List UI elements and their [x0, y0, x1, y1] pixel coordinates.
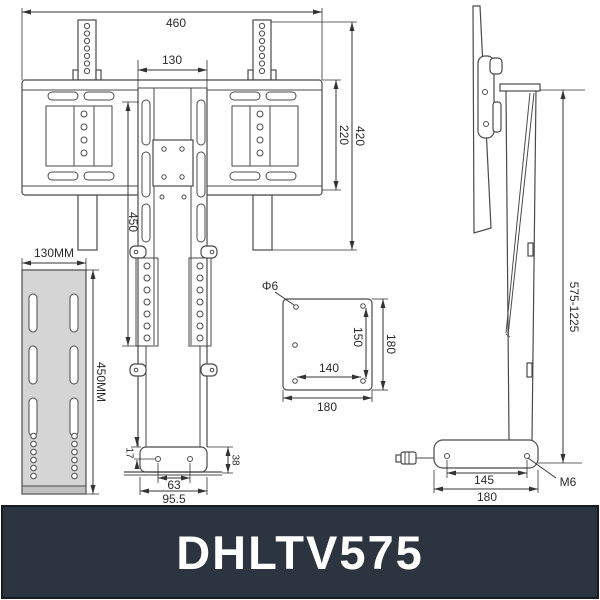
dim-column-width: 130 [137, 53, 208, 88]
strip-hole-pattern [30, 432, 78, 480]
dim-vesa-hole-dia-label: Φ6 [262, 279, 279, 293]
dim-strip-height: 450MM [86, 269, 108, 495]
arm-hole-pattern [83, 22, 91, 75]
dim-overall-height-label: 420 [353, 126, 367, 146]
dim-column-width-label: 130 [162, 53, 182, 67]
dim-plate-height-label: 220 [337, 125, 351, 145]
lower-arm-right [252, 194, 273, 251]
dim-strip-width: 130MM [21, 246, 87, 272]
vesa-plate-body [282, 298, 373, 391]
dim-vesa-horizontal-spacing-label: 140 [319, 361, 339, 375]
dim-total-width: 460 [21, 8, 323, 80]
dim-total-width-label: 460 [166, 16, 186, 30]
side-column [499, 83, 541, 441]
dim-strip-height-label: 450MM [94, 362, 108, 402]
dim-bolt-size-label: M6 [560, 475, 577, 489]
dim-column-height: 450 [122, 101, 150, 347]
technical-drawing: 460 130 220 420 450 [21, 5, 585, 506]
column-slots [141, 99, 206, 243]
dim-side-base-depth: 180 [433, 470, 539, 504]
vesa-plate-view: Φ6 150 180 140 180 [262, 279, 398, 414]
dim-vesa-height-label: 180 [384, 334, 398, 354]
dim-vesa-vertical-spacing-label: 150 [351, 327, 365, 347]
top-arm-right [247, 19, 277, 81]
dim-strip-width-label: 130MM [34, 246, 74, 260]
dim-side-base-hole-spacing: 145 [446, 460, 528, 487]
top-arm-left [72, 19, 102, 81]
dim-vesa-vertical-spacing: 150 [351, 308, 369, 379]
arm-hole-pattern [258, 22, 266, 75]
column-plate-view: 130MM 450MM [21, 246, 108, 495]
dim-column-height-label: 450 [126, 212, 140, 232]
dim-bolt-size: M6 [527, 457, 577, 489]
base-foot-front [124, 446, 222, 476]
dim-base-height-label: 38 [230, 454, 241, 466]
vesa-adapter-plate [152, 139, 194, 187]
bracket-left-panel [45, 91, 115, 181]
side-base [433, 439, 539, 469]
dim-side-base-depth-label: 180 [477, 490, 497, 504]
model-banner: DHLTV575 [1, 505, 599, 599]
model-number: DHLTV575 [176, 525, 424, 579]
power-plug [395, 451, 434, 465]
dim-base-hole-spacing-label: 63 [167, 478, 181, 492]
vesa-hole-pattern [292, 303, 366, 384]
dim-vesa-hole-dia: Φ6 [262, 279, 295, 306]
tv-hook-bracket [477, 55, 503, 139]
dim-overall-height: 420 [271, 21, 367, 251]
front-view: 460 130 220 420 450 [21, 8, 367, 506]
dim-vesa-width: 180 [282, 390, 373, 414]
dim-vesa-horizontal-spacing: 140 [297, 361, 361, 380]
bracket-right-panel [229, 91, 299, 181]
dim-base-width-label: 95.5 [162, 492, 186, 505]
dim-base-height: 38 [207, 446, 241, 474]
dim-side-base-hole-spacing-label: 145 [474, 473, 494, 487]
strip-slots [28, 293, 79, 437]
dim-side-height-range: 575-1225 [538, 89, 585, 464]
dim-vesa-height: 180 [372, 298, 398, 391]
dim-base-hole-offset-label: 17 [124, 447, 135, 459]
dim-plate-height: 220 [322, 79, 351, 191]
dim-base-width: 95.5 [139, 477, 208, 506]
dim-base-hole-offset: 17 [124, 437, 155, 469]
dim-side-height-range-label: 575-1225 [567, 282, 581, 333]
side-view: 575-1225 145 180 M6 [395, 5, 585, 504]
lift-column [129, 87, 218, 447]
lower-arm-left [77, 194, 98, 251]
dim-vesa-width-label: 180 [317, 400, 337, 414]
